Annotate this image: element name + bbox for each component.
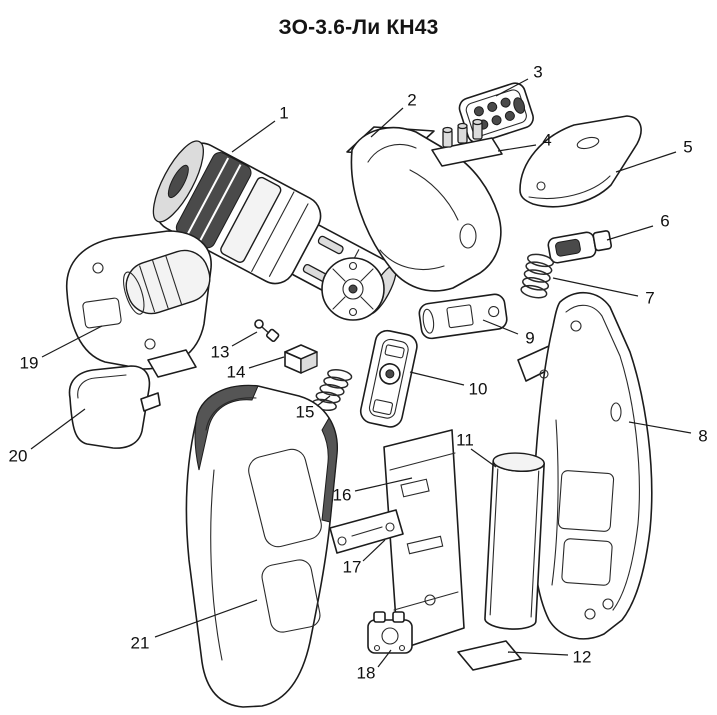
callout-21-leader-line: [154, 599, 258, 638]
callout-15: 15: [296, 395, 331, 422]
callout-2-leader-line: [370, 107, 404, 138]
callout-1-number: 1: [279, 104, 288, 123]
callout-6-number: 6: [660, 212, 669, 231]
part-2-inner-housing-shell: [346, 126, 502, 292]
callout-5-leader-line: [615, 151, 677, 173]
part-20-battery-cover: [68, 365, 161, 449]
callout-17-leader-line: [362, 539, 386, 562]
callout-8-leader-line: [628, 421, 692, 434]
callout-10-number: 10: [469, 380, 488, 399]
callout-16-number: 16: [333, 486, 352, 505]
part-3-button-pad: [458, 82, 534, 144]
callout-3: 3: [495, 63, 543, 97]
part-16-circuit-board: [383, 429, 465, 651]
callout-2-number: 2: [407, 91, 416, 110]
part-5-top-cover: [519, 115, 642, 208]
callout-10: 10: [409, 371, 488, 399]
callout-11-leader-line: [470, 448, 497, 468]
callout-20: 20: [9, 408, 86, 466]
motor-face: [321, 257, 385, 321]
part-18-motor-mount: [367, 611, 413, 654]
part-4-contact-pins: [431, 118, 503, 167]
callout-14: 14: [227, 356, 285, 382]
callout-20-leader-line: [30, 408, 86, 450]
callout-19: 19: [20, 325, 103, 373]
part-1-chuck-gearbox-motor-assembly: [152, 140, 397, 321]
callout-19-number: 19: [20, 354, 39, 373]
callout-11-number: 11: [456, 431, 474, 450]
part-11-battery-cell: [484, 452, 545, 630]
callout-14-number: 14: [227, 363, 246, 382]
part-8-right-housing-half: [517, 291, 653, 640]
callout-21-number: 21: [131, 634, 150, 653]
callout-12: 12: [507, 648, 592, 667]
callout-10-leader-line: [409, 371, 465, 386]
callout-15-leader-line: [316, 395, 331, 407]
callout-8-number: 8: [698, 427, 707, 446]
part-19-gearbox-housing: [65, 230, 212, 378]
part-10-switch-bracket: [359, 329, 418, 428]
callout-1: 1: [231, 104, 289, 153]
callout-4-number: 4: [542, 131, 551, 150]
callout-14-leader-line: [248, 356, 285, 369]
callout-8: 8: [628, 421, 708, 446]
callout-4: 4: [497, 131, 552, 152]
callout-11: 11: [456, 431, 497, 468]
part-14-micro-block: [284, 344, 318, 374]
callout-15-number: 15: [296, 403, 315, 422]
callout-6-leader-line: [606, 225, 654, 241]
callout-9-leader-line: [482, 319, 519, 335]
callout-5-number: 5: [683, 138, 692, 157]
part-6-slide-button: [547, 230, 613, 264]
diagram-title: ЗО-3.6-Ли КН43: [278, 16, 439, 39]
callout-3-leader-line: [495, 78, 529, 97]
callout-6: 6: [606, 212, 670, 241]
callout-17-number: 17: [343, 558, 362, 577]
callout-13-number: 13: [211, 343, 230, 362]
callout-16-leader-line: [354, 477, 413, 492]
part-7-spring: [520, 253, 555, 299]
callout-2: 2: [370, 91, 417, 138]
callout-20-number: 20: [9, 447, 28, 466]
callout-16: 16: [333, 477, 413, 505]
part-12-insulating-pad: [457, 640, 522, 671]
callout-18-number: 18: [357, 664, 376, 683]
callout-13-leader-line: [231, 331, 258, 347]
callout-17: 17: [343, 539, 386, 577]
callout-7: 7: [552, 277, 655, 308]
chuck-body: [152, 140, 322, 285]
callout-7-leader-line: [552, 277, 639, 297]
part-9-holder-block: [418, 293, 508, 340]
part-21-left-housing-half: [185, 384, 338, 708]
callout-5: 5: [615, 138, 693, 173]
callout-18: 18: [357, 649, 392, 683]
callout-13: 13: [211, 331, 258, 362]
callout-18-leader-line: [377, 649, 392, 668]
part-17-contact-plate: [329, 509, 404, 554]
callout-4-leader-line: [497, 144, 537, 152]
callout-21: 21: [131, 599, 258, 653]
callout-3-number: 3: [533, 63, 542, 82]
callout-1-leader-line: [231, 120, 276, 153]
callout-9: 9: [482, 319, 535, 348]
callout-12-number: 12: [573, 648, 592, 667]
callout-7-number: 7: [645, 289, 654, 308]
part-13-pin: [254, 319, 280, 343]
callout-19-leader-line: [41, 325, 103, 358]
callout-9-number: 9: [525, 329, 534, 348]
callout-12-leader-line: [507, 651, 569, 656]
